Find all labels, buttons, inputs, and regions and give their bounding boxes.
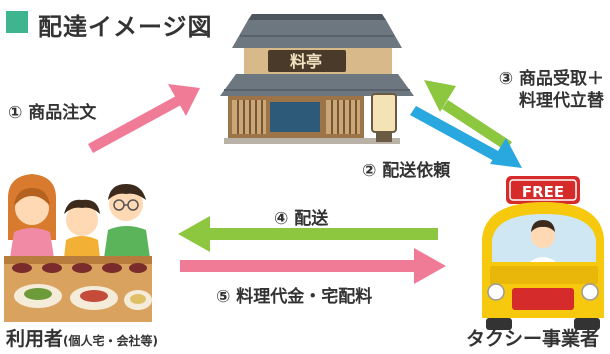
- family-dining-icon: [4, 174, 152, 322]
- title-marker: [6, 11, 28, 33]
- taxi-icon: [482, 176, 604, 330]
- restaurant-sign: 料亭: [290, 52, 322, 71]
- taxi-free-sign: FREE: [522, 183, 564, 201]
- request-arrow: [410, 106, 522, 168]
- step-payment-label: ⑤ 料理代金・宅配料: [216, 287, 373, 307]
- user-note: (個人宅・会社等): [63, 334, 158, 348]
- step-pickup-label: ③ 商品受取＋: [498, 69, 604, 89]
- step-request-label: ② 配送依頼: [362, 161, 451, 181]
- user-caption: 利用者(個人宅・会社等): [6, 324, 158, 351]
- taxi-company-caption: タクシー事業者: [466, 328, 600, 350]
- step-deliver-label: ④ 配送: [274, 209, 329, 229]
- step-order-label: ① 商品注文: [8, 103, 97, 123]
- step-pickup-label-line2: 料理代立替: [519, 91, 604, 111]
- restaurant-building-icon: [220, 14, 414, 144]
- deliver-arrow: [178, 216, 438, 252]
- order-arrow: [88, 84, 200, 153]
- payment-arrow: [180, 248, 446, 284]
- user-label: 利用者: [6, 328, 64, 350]
- page-title: 配達イメージ図: [38, 13, 213, 41]
- pickup-arrow: [424, 80, 512, 151]
